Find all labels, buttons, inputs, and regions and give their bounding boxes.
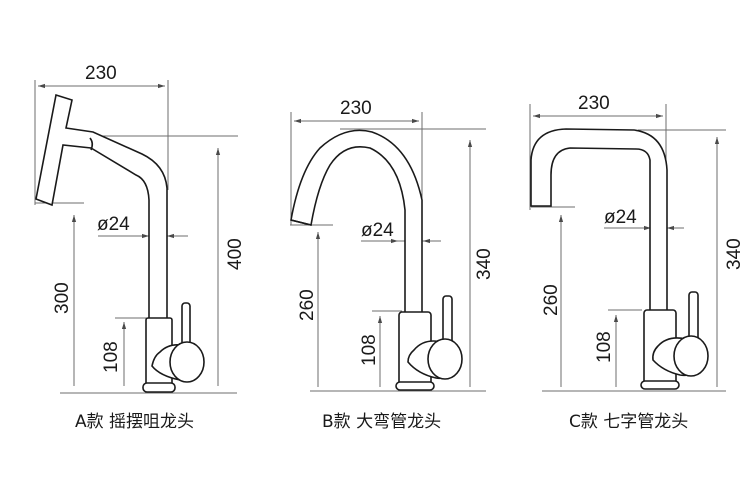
faucet-a-diameter-label: ø24 [97,214,130,235]
faucet-a-body [35,93,205,393]
faucet-b-spout-height-label: 260 [297,289,318,321]
faucet-c-caption: C款 七字管龙头 [569,412,688,432]
faucet-c-dimension-lines [529,104,726,392]
faucet-b-caption: B款 大弯管龙头 [322,412,441,432]
faucet-b: 230 ø24 260 340 108 B款 大弯管龙头 [290,98,495,432]
faucet-b-dimension-lines [290,112,486,392]
faucet-a-reach-label: 230 [85,63,117,84]
faucet-a-base-height-label: 108 [101,341,122,373]
faucet-b-reach-label: 230 [340,98,372,119]
faucet-a-dimension-lines [34,80,238,394]
faucet-a-caption: A款 摇摆咀龙头 [75,412,194,432]
faucet-a: 230 ø24 300 400 108 A款 摇摆咀龙头 [34,63,246,432]
faucet-a-total-height-label: 400 [225,238,246,270]
faucet-c-reach-label: 230 [578,93,610,114]
faucet-b-base-height-label: 108 [359,334,380,366]
faucet-b-total-height-label: 340 [474,248,495,280]
faucet-c-spout-height-label: 260 [541,284,562,316]
faucet-c-body [530,128,709,390]
faucet-c-diameter-label: ø24 [604,207,637,228]
faucet-c: 230 ø24 260 340 108 C款 七字管龙头 [529,93,745,432]
faucet-c-total-height-label: 340 [724,238,745,270]
faucet-a-spout-height-label: 300 [52,282,73,314]
faucet-b-diameter-label: ø24 [361,220,394,241]
faucet-b-body [290,129,463,391]
faucet-c-base-height-label: 108 [594,331,615,363]
